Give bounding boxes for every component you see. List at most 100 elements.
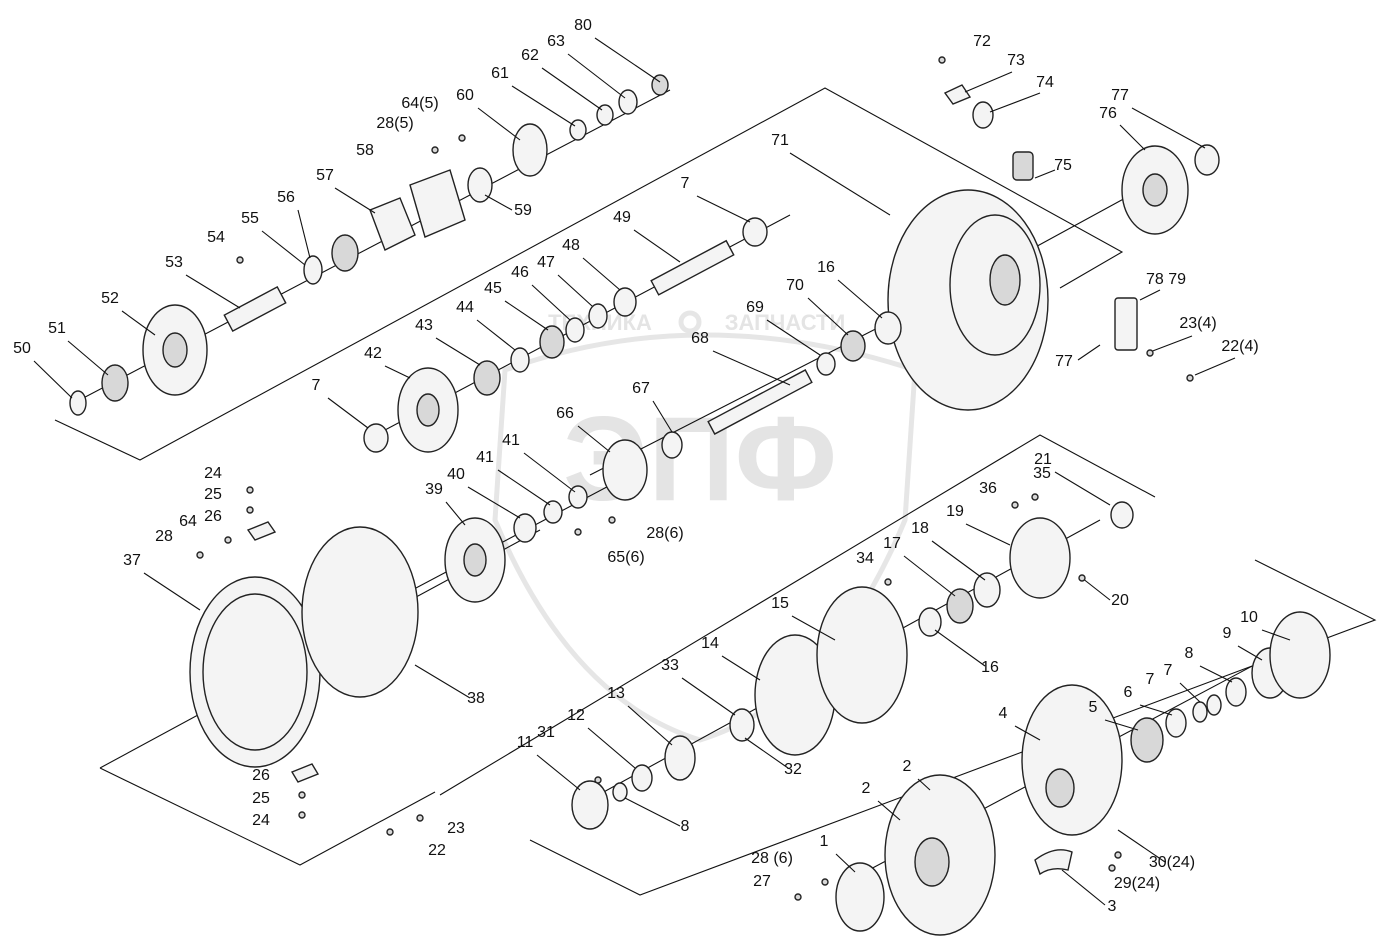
callout-label-44: 44 xyxy=(456,299,474,316)
part-44-spacer xyxy=(510,347,530,373)
callout-label-35: 35 xyxy=(1033,465,1051,482)
fastener-dot xyxy=(1031,493,1039,501)
part-26-plate-bot xyxy=(290,763,320,783)
part-48-ring xyxy=(613,287,637,317)
callout-label-18: 18 xyxy=(911,520,929,537)
callout-label-16-mid: 16 xyxy=(981,659,999,676)
callout-label-29-24: 29(24) xyxy=(1114,875,1160,892)
callout-label-5: 5 xyxy=(1089,699,1098,716)
part-3-segment xyxy=(1034,849,1073,876)
fastener-dot xyxy=(608,516,616,524)
callout-label-33: 33 xyxy=(661,657,679,674)
fastener-dot xyxy=(794,893,802,901)
fastener-dot xyxy=(196,551,204,559)
callout-label-26-bot: 26 xyxy=(252,767,270,784)
callout-label-50: 50 xyxy=(13,340,31,357)
fastener-dot xyxy=(1186,374,1194,382)
callout-label-60: 60 xyxy=(456,87,474,104)
left-housing-assembly xyxy=(189,485,588,783)
callout-label-14: 14 xyxy=(701,635,719,652)
part-1-plate xyxy=(835,862,885,932)
fastener-dot xyxy=(1108,864,1116,872)
callout-label-16-top: 16 xyxy=(817,259,835,276)
callout-label-30-24: 30(24) xyxy=(1149,854,1195,871)
callout-label-63: 63 xyxy=(547,33,565,50)
part-8-ring xyxy=(612,782,628,802)
callout-label-49: 49 xyxy=(613,209,631,226)
fastener-dot xyxy=(1114,851,1122,859)
callout-label-2-left: 2 xyxy=(862,780,871,797)
callout-label-20: 20 xyxy=(1111,592,1129,609)
part-51-bearing xyxy=(101,364,129,402)
callout-label-32: 32 xyxy=(784,761,802,778)
callout-label-17: 17 xyxy=(883,535,901,552)
callout-label-38: 38 xyxy=(467,690,485,707)
part-60-flange xyxy=(512,123,548,177)
callout-label-61: 61 xyxy=(491,65,509,82)
part-66-flange xyxy=(602,439,648,501)
middle-shaft-assembly xyxy=(363,217,768,453)
callout-label-55: 55 xyxy=(241,210,259,227)
part-67-spacer xyxy=(661,431,683,459)
callout-labels: 806362616064(5)28(5)58575655545352515059… xyxy=(13,17,1259,915)
callout-label-41-a: 41 xyxy=(502,432,520,449)
part-43-bearing xyxy=(473,360,501,396)
callout-label-58: 58 xyxy=(356,142,374,159)
part-12-ring xyxy=(631,764,653,792)
callout-label-12: 12 xyxy=(567,707,585,724)
callout-label-23-4: 23(4) xyxy=(1179,315,1216,332)
part-80-nut xyxy=(651,74,669,96)
callout-label-78-79: 78 79 xyxy=(1146,271,1186,288)
callout-label-15: 15 xyxy=(771,595,789,612)
part-37-housing-inner xyxy=(202,593,308,751)
callout-label-28-6-mid: 28(6) xyxy=(646,525,683,542)
callout-label-62: 62 xyxy=(521,47,539,64)
fasteners xyxy=(196,56,1194,901)
part-52-gear-hub xyxy=(162,332,188,368)
callout-label-66: 66 xyxy=(556,405,574,422)
part-46-ring xyxy=(565,317,585,343)
callout-label-40: 40 xyxy=(447,466,465,483)
fastener-dot xyxy=(298,791,306,799)
fastener-dot xyxy=(298,811,306,819)
fastener-dot xyxy=(431,146,439,154)
callout-label-19: 19 xyxy=(946,503,964,520)
part-26-plate-top xyxy=(246,521,277,541)
callout-label-6: 6 xyxy=(1124,684,1133,701)
callout-label-75: 75 xyxy=(1054,157,1072,174)
callout-label-52: 52 xyxy=(101,290,119,307)
callout-label-51: 51 xyxy=(48,320,66,337)
part-33-seal xyxy=(729,708,755,742)
part-6-ring xyxy=(1165,708,1187,738)
fastener-dot xyxy=(884,578,892,586)
part-10-disc xyxy=(1269,611,1331,699)
fastener-dot xyxy=(236,256,244,264)
part-17-bearing xyxy=(946,588,974,624)
callout-label-31: 31 xyxy=(537,724,555,741)
callout-label-48: 48 xyxy=(562,237,580,254)
part-11-flange xyxy=(571,780,609,830)
callout-label-67: 67 xyxy=(632,380,650,397)
callout-label-70: 70 xyxy=(786,277,804,294)
callout-label-23: 23 xyxy=(447,820,465,837)
lower-middle-assembly xyxy=(571,501,1134,830)
part-2-disc-bore xyxy=(914,837,950,887)
part-62-ring xyxy=(596,104,614,126)
fastener-dot xyxy=(821,878,829,886)
part-16-top-ring xyxy=(874,311,902,345)
callout-label-7-left: 7 xyxy=(312,377,321,394)
part-19-hub xyxy=(1009,517,1071,599)
callout-label-76: 76 xyxy=(1099,105,1117,122)
fastener-dot xyxy=(574,528,582,536)
part-58-cover xyxy=(409,169,466,238)
fastener-dot xyxy=(1146,349,1154,357)
part-21-ring xyxy=(1110,501,1134,529)
part-4-hub-center xyxy=(1045,768,1075,808)
part-70-bearing xyxy=(840,330,866,362)
callout-label-7-right2: 7 xyxy=(1146,671,1155,688)
callout-label-4: 4 xyxy=(999,705,1008,722)
callout-label-41-b: 41 xyxy=(476,449,494,466)
part-7-right2-ring xyxy=(1206,694,1222,716)
bottom-right-assembly xyxy=(835,611,1331,936)
